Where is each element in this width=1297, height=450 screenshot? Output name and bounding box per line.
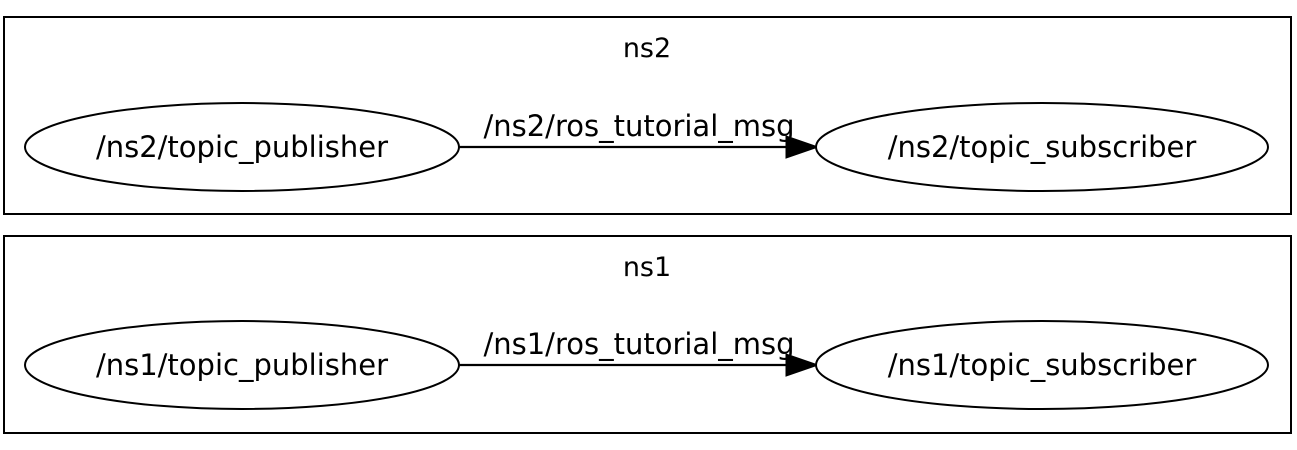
node-ns1-topic-subscriber[interactable]: /ns1/topic_subscriber bbox=[815, 320, 1269, 410]
node-ns1-topic-subscriber-ellipse bbox=[815, 320, 1269, 410]
cluster-ns2-label: ns2 bbox=[623, 33, 671, 64]
node-ns2-topic-subscriber-label: /ns2/topic_subscriber bbox=[888, 130, 1197, 164]
edge-ns1-topic-label: /ns1/ros_tutorial_msg bbox=[483, 327, 794, 361]
edge-ns2-arrowhead bbox=[785, 135, 820, 159]
cluster-ns2-box bbox=[3, 16, 1292, 215]
node-ns1-topic-subscriber-label: /ns1/topic_subscriber bbox=[888, 348, 1197, 382]
node-ns2-topic-publisher-label: /ns2/topic_publisher bbox=[96, 130, 388, 164]
edge-ns2-ros-tutorial-msg[interactable]: /ns2/ros_tutorial_msg bbox=[459, 109, 820, 159]
node-ns2-topic-subscriber-ellipse bbox=[815, 102, 1269, 192]
node-ns1-topic-publisher[interactable]: /ns1/topic_publisher bbox=[24, 320, 460, 410]
cluster-ns2: ns2 /ns2/topic_publisher /ns2/ros_tutori… bbox=[3, 16, 1292, 215]
edge-ns2-topic-label: /ns2/ros_tutorial_msg bbox=[483, 109, 794, 143]
cluster-ns1-box bbox=[3, 235, 1292, 434]
cluster-ns1-label: ns1 bbox=[623, 252, 671, 283]
edge-ns1-arrowhead bbox=[785, 353, 820, 377]
edge-ns1-ros-tutorial-msg[interactable]: /ns1/ros_tutorial_msg bbox=[459, 327, 820, 377]
node-ns2-topic-publisher[interactable]: /ns2/topic_publisher bbox=[24, 102, 460, 192]
node-ns1-topic-publisher-label: /ns1/topic_publisher bbox=[96, 348, 388, 382]
cluster-ns1: ns1 /ns1/topic_publisher /ns1/ros_tutori… bbox=[3, 235, 1292, 434]
node-ns2-topic-subscriber[interactable]: /ns2/topic_subscriber bbox=[815, 102, 1269, 192]
